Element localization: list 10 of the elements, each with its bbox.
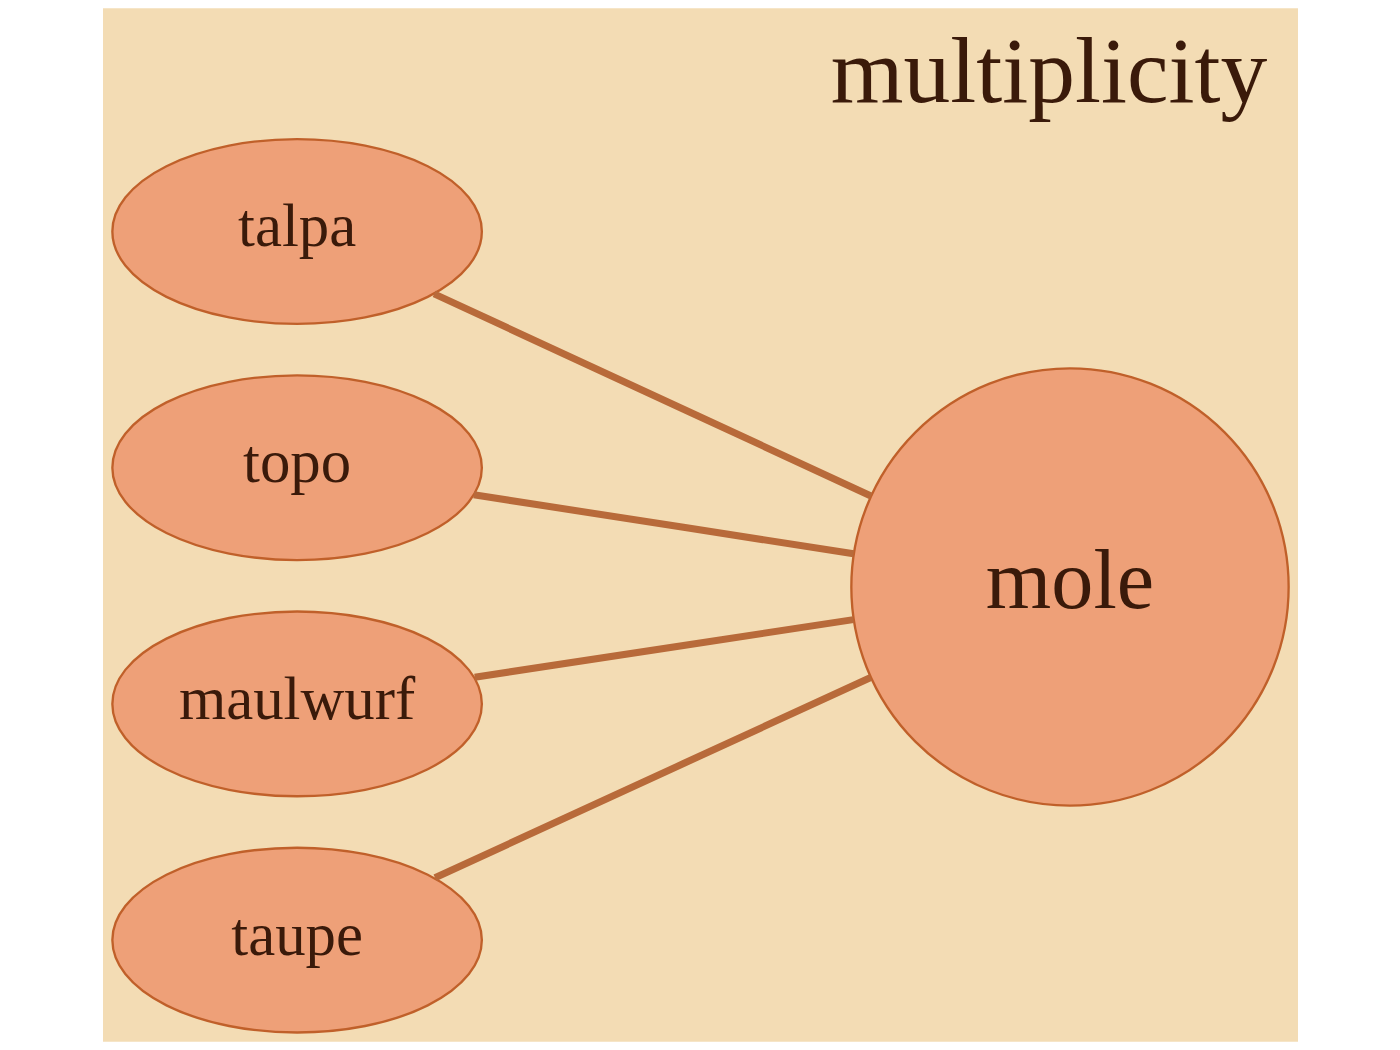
connector xyxy=(472,491,854,558)
diagram-title: multiplicity xyxy=(830,18,1267,122)
node-ellipse: maulwurf xyxy=(110,610,483,798)
node-ellipse: taupe xyxy=(110,846,483,1034)
node-ellipse: talpa xyxy=(110,137,483,326)
connector xyxy=(433,674,872,881)
node-ellipse: topo xyxy=(110,374,483,562)
connector xyxy=(473,616,854,681)
node-circle: mole xyxy=(849,367,1290,807)
connector xyxy=(432,290,872,500)
